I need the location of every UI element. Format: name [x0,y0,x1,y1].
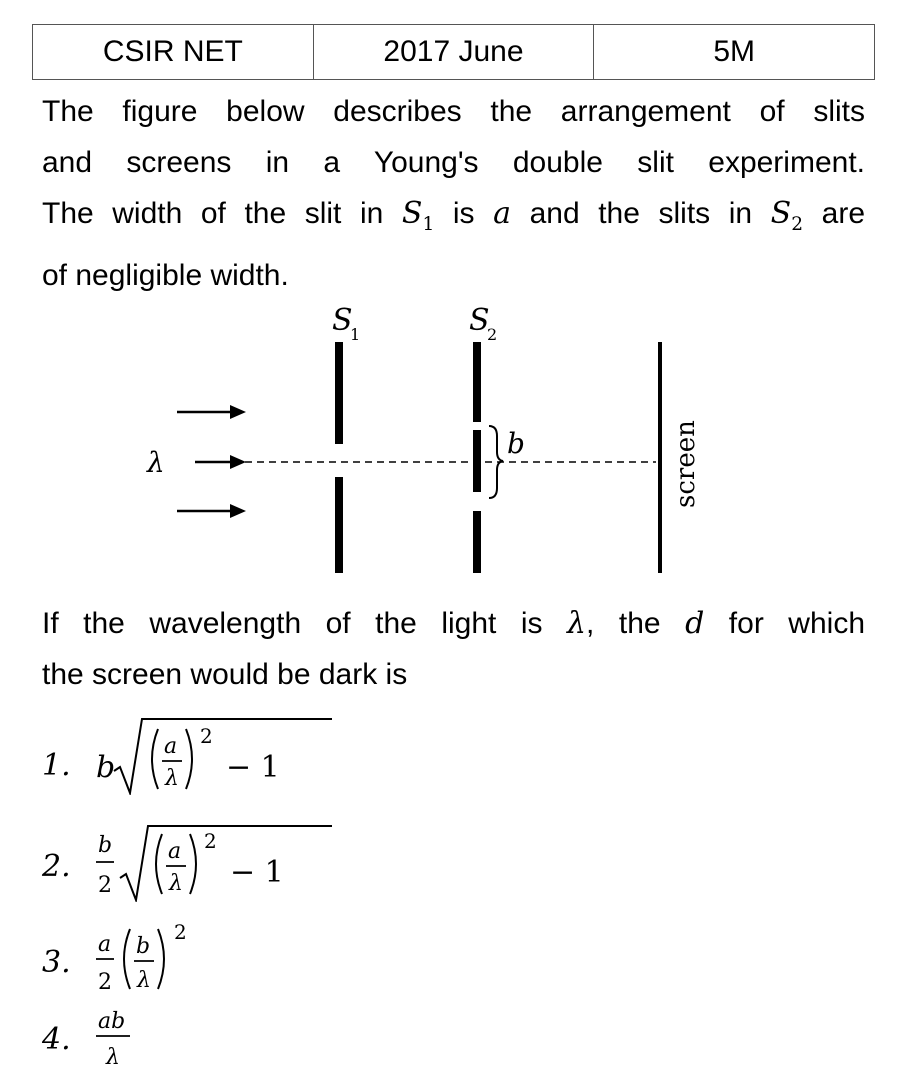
double-slit-diagram: S 1 S 2 b screen λ [146,303,701,573]
option-4-formula: ab λ [96,1009,130,1070]
option-4[interactable]: 4. ab λ [42,1002,442,1082]
lambda-label: λ [146,446,165,479]
svg-text:2: 2 [174,920,187,944]
option-3[interactable]: 3. a 2 b λ 2 [42,915,442,995]
screen-line [658,342,662,573]
s2-lower-plate [473,511,481,573]
option-2-number: 2. [42,849,71,884]
option-2-formula: b 2 a λ 2 − 1 [96,825,332,902]
svg-text:b: b [136,934,150,959]
option-1[interactable]: 1. b a λ 2 − 1 [42,715,442,795]
svg-text:λ: λ [136,968,151,993]
exam-session-cell: 2017 June [312,24,595,80]
option-1-formula: b a λ 2 − 1 [96,718,332,795]
b-label: b [507,427,525,460]
option-1-number: 1. [42,748,71,783]
svg-text:λ: λ [105,1045,120,1070]
svg-text:2: 2 [98,970,112,995]
question-intro: The figure below describes the arrangeme… [42,86,865,301]
s1-lower-plate [335,477,343,573]
marks-cell: 5M [593,24,875,80]
question-prompt: If the wavelength of the light is λ, the… [42,598,865,700]
s1-label: S [332,303,353,338]
s2-middle-plate [473,430,481,492]
exam-name-cell: CSIR NET [32,24,314,80]
option-2[interactable]: 2. b 2 a λ 2 − 1 [42,822,442,902]
question-header-table: CSIR NET 2017 June 5M [32,24,875,80]
svg-text:ab: ab [98,1009,125,1034]
svg-text:λ: λ [168,871,183,896]
svg-text:b: b [98,833,112,858]
incident-light-arrows [177,405,246,518]
s1-upper-plate [335,342,343,444]
s1-subscript: 1 [350,325,360,344]
svg-text:2: 2 [200,724,213,748]
option-3-formula: a 2 b λ 2 [96,920,187,995]
prompt-line-2: the screen would be dark is [42,658,408,691]
svg-text:2: 2 [204,829,217,853]
option-4-number: 4. [42,1022,71,1057]
option-3-number: 3. [42,945,71,980]
svg-text:− 1: − 1 [230,855,284,890]
intro-line-2: and screens in a Young's double slit exp… [42,146,865,179]
svg-text:λ: λ [164,766,179,791]
s2-subscript: 2 [487,325,497,344]
prompt-line-1: If the wavelength of the light is λ, the… [42,606,865,641]
svg-text:a: a [98,932,111,957]
intro-line-1: The figure below describes the arrangeme… [42,95,865,128]
svg-text:a: a [168,839,181,864]
svg-text:2: 2 [98,873,112,898]
intro-line-4: of negligible width. [42,259,289,292]
svg-text:− 1: − 1 [226,750,280,785]
s2-label: S [469,303,490,338]
svg-text:a: a [164,734,177,759]
screen-label: screen [671,420,701,508]
s2-upper-plate [473,342,481,422]
svg-text:b: b [96,750,115,785]
intro-line-3: The width of the slit in S1 is a and the… [42,196,865,235]
b-brace [488,425,504,499]
